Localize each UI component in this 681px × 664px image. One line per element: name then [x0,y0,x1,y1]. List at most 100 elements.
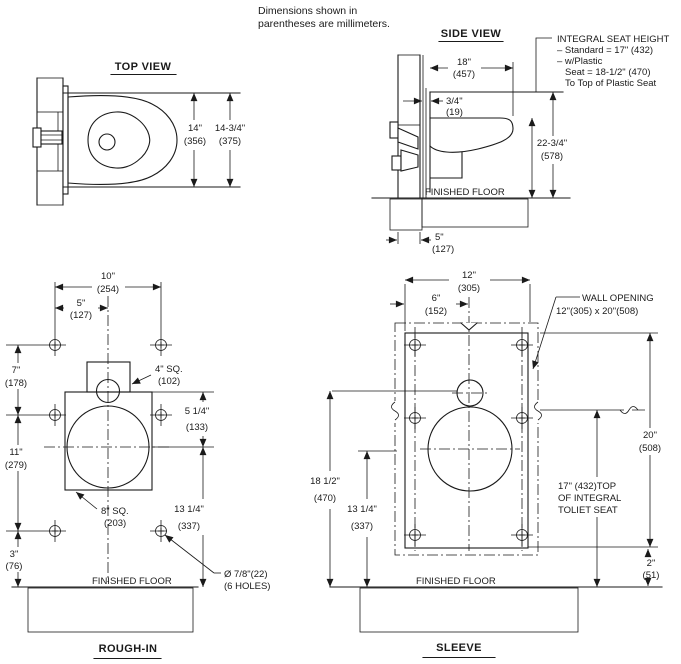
dim-text-bg [92,269,125,295]
dim-12-label: 12" [462,270,476,281]
sq4-mm-label: (102) [158,376,180,387]
bolt-hole [149,403,173,427]
finished-floor-label: FINISHED FLOOR [416,576,496,587]
sq8-label: 8" SQ. [101,506,129,517]
dim-5-label: 5" [77,298,86,309]
rough-in-view: 10" (254) 5" (127) 7" (178) 11" (279) 3"… [1,269,270,660]
holes2-label: (6 HOLES) [224,581,270,592]
wall-opening-size-label: 12"(305) x 20"(508) [556,306,638,317]
small-pipe-circle [95,378,121,404]
dim-5-14-mm-label: (133) [186,422,208,433]
dim-7-mm-label: (178) [5,378,27,389]
dim-34-mm-label: (19) [446,107,463,118]
spud-nut [32,127,42,148]
bolt-hole [510,406,534,430]
dim-3-label: 3" [10,549,19,560]
wall-opening-outline [394,322,539,556]
dim-2-label: 2" [647,558,656,569]
dim-text-bg [449,268,490,294]
bowl-profile [429,117,514,153]
dim-text-bg [3,445,32,471]
carrier-nut [389,121,399,139]
break-bg [624,399,632,421]
bolt-hole [403,523,427,547]
note-line1: Dimensions shown in [258,5,357,17]
dim-14-label: 14" [188,123,202,134]
floor-hatch [27,587,194,633]
bolt-hole [43,519,67,543]
holes-label: Ø 7/8"(22) [224,569,268,580]
bowl-outlet [98,133,116,151]
dim-text-bg [1,547,29,572]
dim-text-bg [177,402,218,436]
dim-13-14-label: 13 1/4" [347,504,377,515]
dim-text-bg [3,363,32,389]
dim-5-label: 5" [435,232,444,243]
dim-3-mm-label: (76) [6,561,23,572]
wall-hatch-top [36,77,64,113]
dim-5-mm-label: (127) [432,244,454,255]
note-line2: parentheses are millimeters. [258,18,390,30]
seat-height-label2: OF INTEGRAL [558,493,621,504]
dim-text-bg [64,297,98,322]
bolt-hole [403,333,427,357]
dim-13-14-mm-label: (337) [351,521,373,532]
bolt-hole [43,403,67,427]
sleeve-view: 12" (305) 6" (152) WALL OPENING 12"(305)… [306,268,670,659]
large-pipe-circle [427,406,513,492]
top-view-title: TOP VIEW [115,61,172,73]
leader-8sq [75,491,98,510]
finished-floor-label: FINISHED FLOOR [425,187,505,198]
sq4-label: 4" SQ. [155,364,183,375]
bolt-hole [510,333,534,357]
seat-note-standard: – Standard = 17" (432) [557,45,653,56]
dim-text-bg [306,471,346,509]
dim-2234-label: 22-3/4" [537,138,567,149]
dim-2234-mm-label: (578) [541,151,563,162]
dim-10-mm-label: (254) [97,284,119,295]
top-view: TOP VIEW 14" (356) 14-3/4" (375) [32,61,249,206]
seat-note-plastic2: Seat = 18-1/2" (470) [565,67,651,78]
small-pipe-circle [456,379,484,407]
dim-6-mm-label: (152) [425,306,447,317]
break-bg [534,401,542,423]
square-4in [86,361,131,393]
bowl-inner-outline [87,111,151,169]
dim-2-mm-label: (51) [643,570,660,581]
dim-14-34-mm-label: (375) [219,136,241,147]
dim-14-34-label: 14-3/4" [215,123,245,134]
bolt-hole [43,333,67,357]
dim-10-label: 10" [101,271,115,282]
carrier-spud [397,127,419,150]
dim-13-14-label: 13 1/4" [174,504,204,515]
seat-height-label1: 17" (432)TOP [558,481,616,492]
spud-body [40,130,63,145]
wall-below-floor-hatch [389,198,423,231]
break-bg [391,401,399,423]
carrier-spud2 [400,149,419,172]
square-8in [64,391,153,491]
floor-hatch [421,198,529,228]
bolt-hole [510,523,534,547]
leader-4sq [131,374,152,385]
break-notch [460,322,478,331]
dim-6-label: 6" [432,293,441,304]
dim-5-14-label: 5 1/4" [185,406,210,417]
dim-20-mm-label: (508) [639,443,661,454]
bowl-rim-outline [67,94,178,186]
mounting-plate [62,85,69,195]
dim-text-bg [448,56,481,80]
dim-34-label: 3/4" [446,96,463,107]
large-pipe-circle [66,405,150,489]
sq8-mm-label: (203) [104,518,126,529]
sleeve-outline [404,332,529,549]
bolt-hole [149,333,173,357]
dim-14-mm-label: (356) [184,136,206,147]
dim-text-bg [630,428,670,455]
dim-12-mm-label: (305) [458,283,480,294]
wall-opening-label: WALL OPENING [582,293,654,304]
dim-11-mm-label: (279) [5,460,27,471]
sleeve-title: SLEEVE [436,642,482,654]
